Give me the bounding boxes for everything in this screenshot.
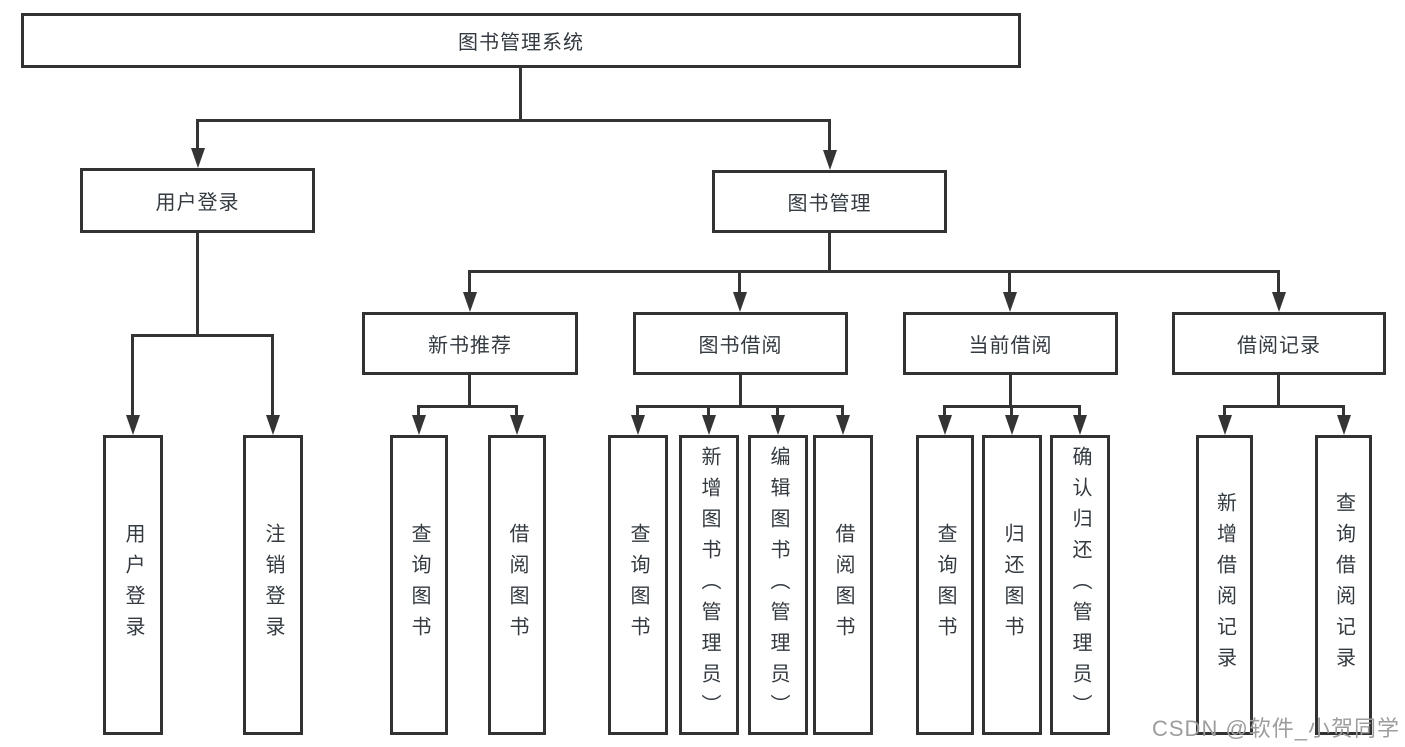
arrow-to-book-management — [823, 150, 837, 170]
connector-stub — [1010, 405, 1013, 417]
leaf-edit-books-admin: 编辑图书（管理员） — [748, 435, 808, 735]
connector-stub — [636, 405, 639, 417]
arrow-to-confirm-return — [1073, 415, 1087, 435]
connector-stub — [417, 405, 420, 417]
connector-root-rail — [197, 119, 831, 122]
arrow-to-user-login — [191, 148, 205, 168]
node-label: 借阅记录 — [1237, 335, 1321, 357]
connector-stub — [1223, 405, 1226, 417]
connector-stub — [841, 405, 844, 417]
connector-user-login-stem — [196, 231, 199, 337]
node-current-borrowing: 当前借阅 — [903, 312, 1118, 375]
leaf-borrow-books-borrowing: 借阅图书 — [813, 435, 873, 735]
arrow-to-edit-books — [771, 415, 785, 435]
node-label: 用户登录 — [155, 192, 240, 214]
leaf-label: 查询图书 — [408, 523, 430, 647]
node-label: 图书管理 — [787, 193, 872, 215]
connector-stub-user-login — [196, 119, 199, 150]
leaf-return-books: 归还图书 — [982, 435, 1042, 735]
node-label: 图书借阅 — [698, 335, 783, 357]
connector-book-borrow-stem — [739, 373, 742, 408]
connector-stub — [1078, 405, 1081, 417]
leaf-label: 确认归还（管理员） — [1069, 445, 1091, 725]
arrow-to-return-books — [1005, 415, 1019, 435]
leaf-label: 编辑图书（管理员） — [767, 445, 789, 725]
leaf-confirm-return-admin: 确认归还（管理员） — [1050, 435, 1110, 735]
leaf-label: 借阅图书 — [832, 523, 854, 647]
node-book-borrowing: 图书借阅 — [633, 312, 848, 375]
arrow-to-new-book — [463, 292, 477, 312]
connector-stub-leaf-logout — [271, 334, 274, 415]
connector-stub-leaf-user-login — [131, 334, 134, 415]
arrow-to-query-books-3 — [938, 415, 952, 435]
connector-stub-current-borrow — [1008, 270, 1011, 292]
leaf-label: 新增图书（管理员） — [698, 445, 720, 725]
leaf-label: 借阅图书 — [506, 523, 528, 647]
connector-root-stem — [519, 66, 522, 121]
arrow-to-borrow-records — [1272, 292, 1286, 312]
leaf-query-books-recommend: 查询图书 — [390, 435, 448, 735]
connector-borrow-records-stem — [1277, 373, 1280, 408]
arrow-to-add-borrow-record — [1218, 415, 1232, 435]
node-label: 新书推荐 — [428, 335, 512, 357]
node-library-management-system: 图书管理系统 — [21, 13, 1021, 68]
connector-book-borrow-rail — [636, 405, 844, 408]
connector-borrow-records-rail — [1223, 405, 1345, 408]
arrow-to-query-borrow-record — [1337, 415, 1351, 435]
leaf-user-login: 用户登录 — [103, 435, 163, 735]
leaf-label: 注销登录 — [262, 523, 284, 647]
arrow-to-leaf-logout — [266, 415, 280, 435]
connector-book-mgmt-stem — [828, 233, 831, 273]
arrow-to-borrow-books-1 — [510, 415, 524, 435]
connector-stub-book-borrow — [738, 270, 741, 292]
node-label: 当前借阅 — [968, 335, 1053, 357]
node-user-login: 用户登录 — [80, 168, 315, 233]
arrow-to-current-borrow — [1003, 292, 1017, 312]
node-label: 图书管理系统 — [458, 32, 584, 54]
arrow-to-query-books-1 — [412, 415, 426, 435]
connector-stub — [515, 405, 518, 417]
leaf-query-books-current: 查询图书 — [916, 435, 974, 735]
csdn-watermark: CSDN @软件_小贺同学 — [1152, 716, 1401, 741]
connector-new-book-stem — [468, 373, 471, 408]
connector-stub — [776, 405, 779, 417]
leaf-label: 查询图书 — [934, 523, 956, 647]
connector-stub-book-management — [828, 119, 831, 152]
connector-book-mgmt-rail — [468, 270, 1280, 273]
leaf-add-borrow-record: 新增借阅记录 — [1196, 435, 1253, 735]
leaf-add-books-admin: 新增图书（管理员） — [679, 435, 739, 735]
arrow-to-book-borrow — [733, 292, 747, 312]
connector-stub-borrow-records — [1277, 270, 1280, 292]
connector-stub — [707, 405, 710, 417]
connector-user-login-rail — [131, 334, 274, 337]
connector-stub — [1342, 405, 1345, 417]
leaf-label: 查询借阅记录 — [1332, 492, 1355, 678]
leaf-query-borrow-record: 查询借阅记录 — [1315, 435, 1372, 735]
leaf-logout: 注销登录 — [243, 435, 303, 735]
node-book-management: 图书管理 — [712, 170, 947, 233]
connector-current-borrow-stem — [1009, 373, 1012, 408]
arrow-to-add-books — [702, 415, 716, 435]
connector-new-book-rail — [417, 405, 518, 408]
node-new-book-recommendation: 新书推荐 — [362, 312, 578, 375]
leaf-label: 新增借阅记录 — [1213, 492, 1236, 678]
leaf-label: 用户登录 — [122, 523, 144, 647]
leaf-borrow-books-recommend: 借阅图书 — [488, 435, 546, 735]
arrow-to-leaf-user-login — [126, 415, 140, 435]
connector-stub — [943, 405, 946, 417]
connector-stub-new-book — [468, 270, 471, 292]
arrow-to-query-books-2 — [631, 415, 645, 435]
leaf-label: 归还图书 — [1001, 523, 1023, 647]
leaf-query-books-borrowing: 查询图书 — [608, 435, 668, 735]
leaf-label: 查询图书 — [627, 523, 649, 647]
node-borrowing-records: 借阅记录 — [1172, 312, 1386, 375]
arrow-to-borrow-books-2 — [836, 415, 850, 435]
